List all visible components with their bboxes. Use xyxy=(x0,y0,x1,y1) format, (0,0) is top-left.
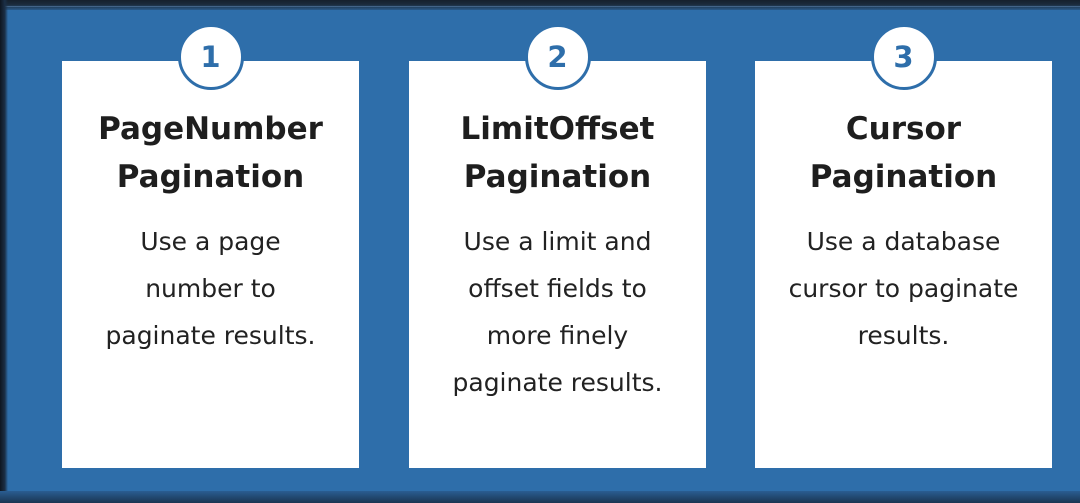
card-description-line: offset fields to xyxy=(468,274,647,303)
card-description-line: Use a page xyxy=(140,227,281,256)
card-description-line: results. xyxy=(857,321,950,350)
card-title-line: Cursor xyxy=(845,111,962,147)
card-description-line: paginate results. xyxy=(105,321,316,350)
card-title: PageNumber Pagination xyxy=(62,105,359,201)
pagination-card-pagenumber: 1 PageNumber Pagination Use a page numbe… xyxy=(62,24,359,468)
card-description: Use a page number to paginate results. xyxy=(62,218,359,359)
card-description: Use a limit and offset fields to more fi… xyxy=(409,218,706,406)
card-title-line: Pagination xyxy=(809,159,998,195)
card-description-line: paginate results. xyxy=(452,368,663,397)
step-number-badge: 2 xyxy=(524,24,591,90)
card-description-line: more finely xyxy=(486,321,629,350)
card-title: LimitOffset Pagination xyxy=(409,105,706,201)
card-title-line: LimitOffset xyxy=(460,111,655,147)
card-title-line: Pagination xyxy=(463,159,652,195)
card-description: Use a database cursor to paginate result… xyxy=(755,218,1052,359)
bottom-edge-band xyxy=(0,491,1080,503)
left-edge-shadow xyxy=(0,0,8,503)
card-title-line: PageNumber xyxy=(98,111,323,147)
card-description-line: Use a limit and xyxy=(463,227,652,256)
step-number-badge: 3 xyxy=(870,24,937,90)
top-edge-band xyxy=(0,0,1080,10)
card-title-line: Pagination xyxy=(116,159,305,195)
pagination-card-cursor: 3 Cursor Pagination Use a database curso… xyxy=(755,24,1052,468)
card-description-line: cursor to paginate xyxy=(788,274,1019,303)
pagination-card-limitoffset: 2 LimitOffset Pagination Use a limit and… xyxy=(409,24,706,468)
card-description-line: Use a database xyxy=(806,227,1001,256)
card-title: Cursor Pagination xyxy=(755,105,1052,201)
card-description-line: number to xyxy=(145,274,276,303)
step-number-badge: 1 xyxy=(177,24,244,90)
